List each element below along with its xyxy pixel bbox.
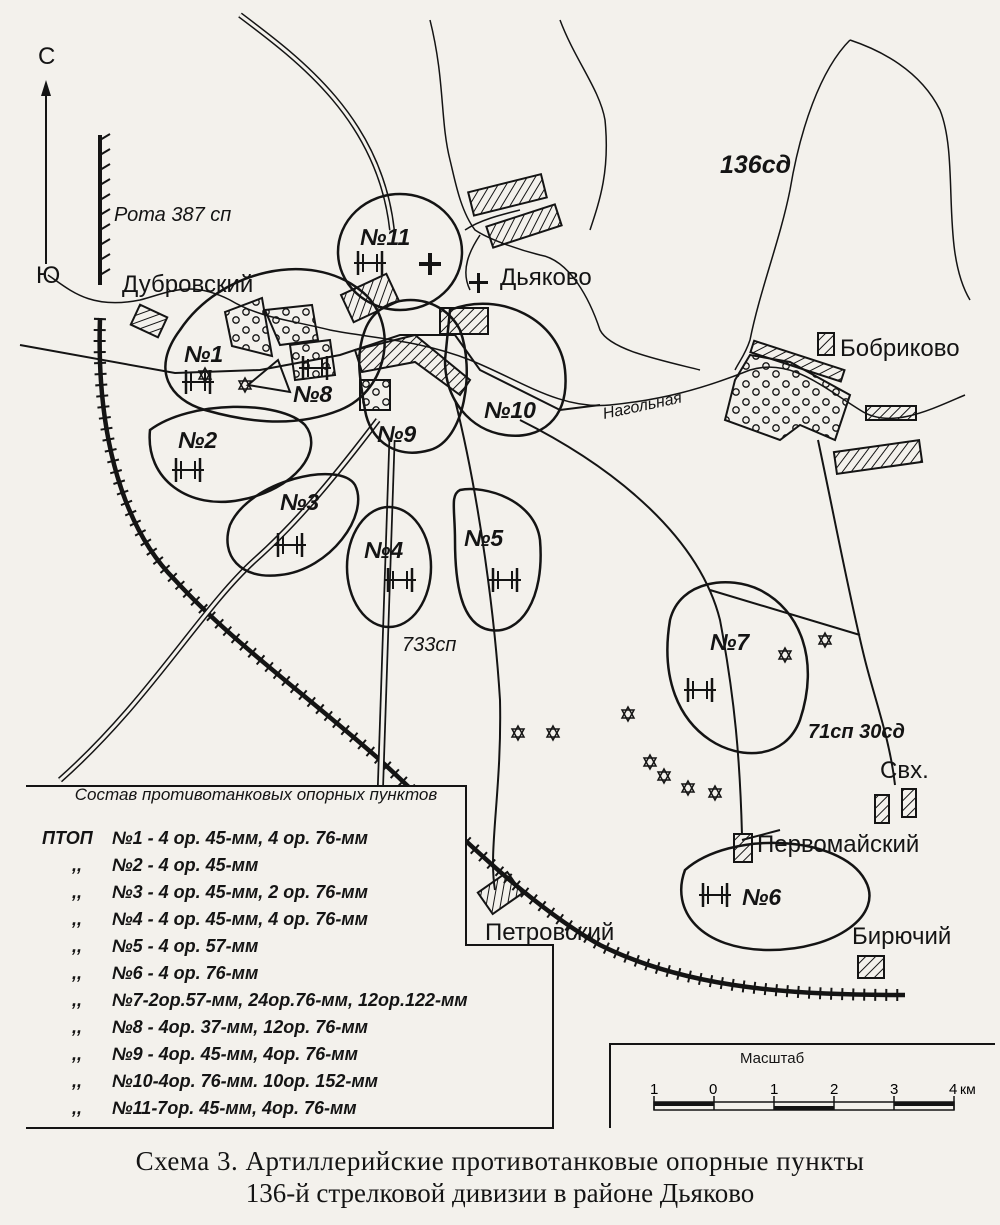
label-petrovsky: Петровский bbox=[485, 919, 614, 946]
label-733sp: 733сп bbox=[402, 634, 456, 656]
legend-ditto: ,, bbox=[72, 963, 83, 983]
point-label-3: №3 bbox=[280, 489, 319, 515]
roads bbox=[19, 12, 896, 891]
legend-row: ,,№9 - 4ор. 45-мм, 4ор. 76-мм bbox=[42, 1044, 358, 1065]
legend-ditto: ,, bbox=[72, 909, 83, 929]
place-labels: Рота 387 сп 136сд Дубровский Дьяково Боб… bbox=[114, 151, 960, 950]
legend-row: ,,№3 - 4 ор. 45-мм, 2 ор. 76-мм bbox=[42, 882, 368, 903]
legend-row: ,,№11-7ор. 45-мм, 4ор. 76-мм bbox=[42, 1098, 357, 1119]
legend-ditto: ,, bbox=[72, 882, 83, 902]
label-71sp: 71сп 30сд bbox=[808, 721, 905, 743]
legend-ditto: ,, bbox=[72, 1071, 83, 1091]
point-label-2: №2 bbox=[178, 427, 217, 453]
legend-row: ,,№7-2ор.57-мм, 24ор.76-мм, 12ор.122-мм bbox=[42, 990, 468, 1011]
point-label-1: №1 bbox=[184, 341, 223, 367]
legend-frame bbox=[26, 785, 554, 1129]
point-label-10: №10 bbox=[484, 397, 536, 423]
caption-line-2: 136-й стрелковой дивизии в районе Дьяков… bbox=[245, 1178, 755, 1208]
tactical-map: С Ю bbox=[19, 12, 995, 1129]
point-label-11: №11 bbox=[360, 224, 410, 250]
point-label-5: №5 bbox=[464, 525, 504, 551]
label-bobrikovo: Бобриково bbox=[840, 335, 960, 362]
scale-tick: 1 bbox=[650, 1081, 658, 1098]
legend-prefix: ПТОП bbox=[42, 828, 93, 848]
scale-tick: 4 bbox=[949, 1081, 957, 1098]
compass: С Ю bbox=[36, 43, 60, 289]
label-pervomaysky: Первомайский bbox=[757, 831, 919, 858]
legend-ditto: ,, bbox=[72, 1098, 83, 1118]
label-rota: Рота 387 сп bbox=[114, 204, 231, 226]
legend-ditto: ,, bbox=[72, 990, 83, 1010]
label-svh: Свх. bbox=[880, 757, 929, 784]
point-label-9: №9 bbox=[377, 421, 416, 447]
legend-row: ,,№8 - 4ор. 37-мм, 12ор. 76-мм bbox=[42, 1017, 368, 1038]
scale-tick: 3 bbox=[890, 1081, 898, 1098]
legend-ditto: ,, bbox=[72, 855, 83, 875]
caption-line-1: Схема 3. Артиллерийские противотанковые … bbox=[135, 1146, 865, 1176]
legend-row: ,,№5 - 4 ор. 57-мм bbox=[42, 936, 258, 957]
label-dubrovsky: Дубровский bbox=[122, 271, 253, 298]
scale-tick: 0 bbox=[709, 1081, 717, 1098]
label-division: 136сд bbox=[720, 151, 791, 179]
legend-row: ,,№10-4ор. 76-мм. 10ор. 152-мм bbox=[42, 1071, 378, 1092]
scale-tick: 2 bbox=[830, 1081, 838, 1098]
point-label-8: №8 bbox=[293, 381, 332, 407]
scale-tick: 1 bbox=[770, 1081, 778, 1098]
compass-north-label: С bbox=[38, 43, 55, 70]
label-biryuchy: Бирючий bbox=[852, 923, 951, 950]
point-label-6: №6 bbox=[742, 884, 781, 910]
scale-title: Масштаб bbox=[740, 1050, 805, 1067]
legend-ditto: ,, bbox=[72, 1017, 83, 1037]
scale-ruler: 1 0 1 2 3 4 км bbox=[650, 1081, 976, 1111]
figure-caption: Схема 3. Артиллерийские противотанковые … bbox=[0, 1145, 1000, 1209]
point-labels: №11 №1 №8 №9 №10 №2 №3 №4 №5 №7 №6 bbox=[178, 224, 781, 910]
point-label-4: №4 bbox=[364, 537, 403, 563]
legend: Состав противотанковых опорных пунктов П… bbox=[26, 785, 468, 1126]
label-dyakovo: Дьяково bbox=[500, 264, 592, 291]
front-line-north bbox=[98, 133, 111, 285]
legend-row: ,,№4 - 4 ор. 45-мм, 4 ор. 76-мм bbox=[42, 909, 368, 930]
anti-tank-point-outlines bbox=[148, 192, 871, 952]
scale-unit: км bbox=[960, 1081, 976, 1097]
legend-row: ,,№6 - 4 ор. 76-мм bbox=[42, 963, 258, 984]
legend-ditto: ,, bbox=[72, 936, 83, 956]
obstacle-triangle bbox=[245, 358, 292, 394]
label-river: Нагольная bbox=[601, 389, 684, 422]
legend-row: ,,№2 - 4 ор. 45-мм bbox=[42, 855, 258, 876]
legend-ditto: ,, bbox=[72, 1044, 83, 1064]
legend-title: Состав противотанковых опорных пунктов bbox=[74, 785, 438, 804]
scale-bar: Масштаб 1 0 1 2 3 4 км bbox=[612, 1046, 992, 1126]
scale-frame bbox=[609, 1043, 995, 1128]
church-icon bbox=[419, 253, 488, 293]
point-label-7: №7 bbox=[710, 629, 750, 655]
